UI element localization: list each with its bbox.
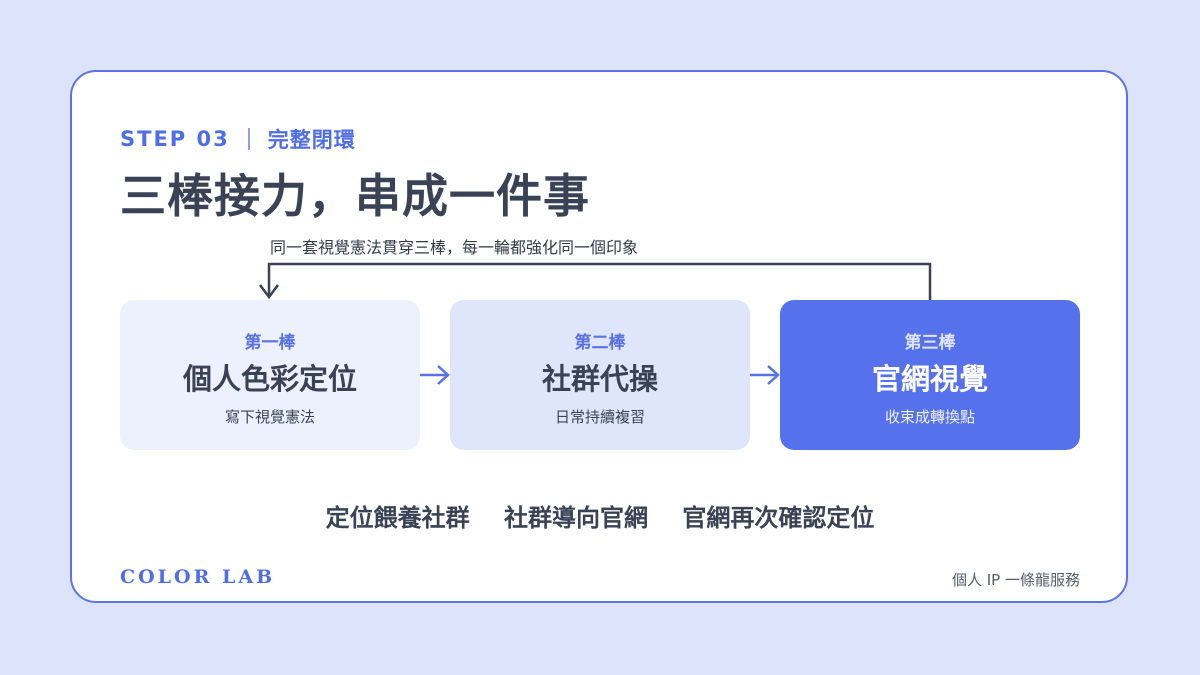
step-divider bbox=[247, 128, 250, 150]
step-number: STEP 03 bbox=[120, 127, 230, 151]
flow-arrowhead-1-2 bbox=[437, 365, 450, 385]
step-box-2: 第二棒 社群代操 日常持續複習 bbox=[450, 300, 750, 450]
step-box-subtitle: 日常持續複習 bbox=[554, 408, 645, 426]
step-indicator: STEP 03 完整閉環 bbox=[120, 124, 356, 154]
step-box-label: 第二棒 bbox=[574, 333, 626, 353]
brand-logo-text: COLOR LAB bbox=[120, 566, 276, 588]
summary-item: 社群導向官網 bbox=[504, 503, 648, 532]
step-title: 完整閉環 bbox=[267, 128, 356, 152]
loop-caption: 同一套視覺憲法貫穿三棒，每一輪都強化同一個印象 bbox=[270, 238, 639, 257]
loop-back-arrow bbox=[267, 262, 932, 300]
summary-line: 定位餵養社群 社群導向官網 官網再次確認定位 bbox=[0, 498, 1200, 533]
step-box-subtitle: 寫下視覺憲法 bbox=[224, 408, 315, 426]
summary-item: 官網再次確認定位 bbox=[682, 503, 875, 532]
footer-note: 個人 IP 一條龍服務 bbox=[951, 571, 1080, 589]
step-box-3: 第三棒 官網視覺 收束成轉換點 bbox=[780, 300, 1080, 450]
step-box-label: 第一棒 bbox=[244, 333, 296, 353]
step-box-title: 官網視覺 bbox=[871, 362, 988, 396]
flow-arrowhead-2-3 bbox=[767, 365, 780, 385]
step-box-1: 第一棒 個人色彩定位 寫下視覺憲法 bbox=[120, 300, 420, 450]
loop-back-arrowhead bbox=[259, 284, 279, 300]
page-title: 三棒接力，串成一件事 bbox=[120, 169, 590, 223]
step-box-subtitle: 收束成轉換點 bbox=[884, 408, 975, 426]
summary-item: 定位餵養社群 bbox=[325, 503, 470, 532]
step-box-label: 第三棒 bbox=[904, 333, 956, 353]
step-box-title: 社群代操 bbox=[541, 362, 658, 396]
step-box-title: 個人色彩定位 bbox=[182, 362, 357, 396]
